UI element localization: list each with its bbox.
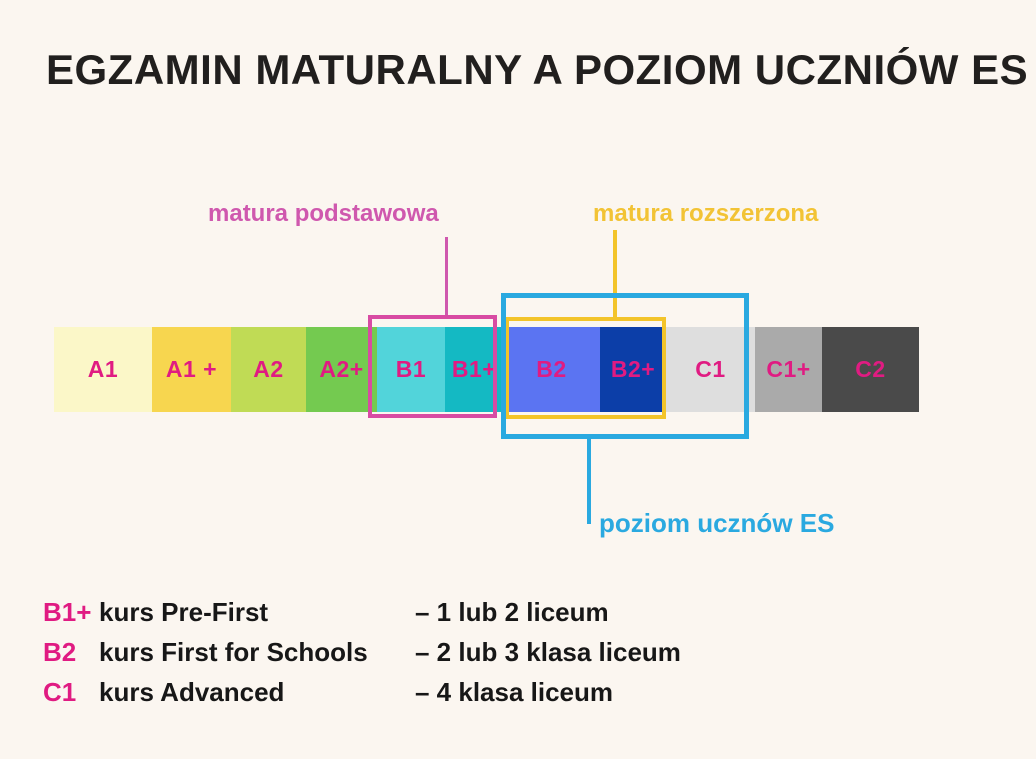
level-segment-c2: C2 xyxy=(822,327,919,412)
poziom-es-box xyxy=(501,293,749,439)
matura-rozszerzona-label: matura rozszerzona xyxy=(593,200,819,227)
level-segment-b2: B2 xyxy=(503,327,600,412)
cefr-level-bar: A1 A1 + A2 A2+ B1 B1+ B2 B2+ C1 C1+ C2 xyxy=(54,327,919,412)
level-segment-c1: C1 xyxy=(666,327,755,412)
level-segment-b2plus: B2+ xyxy=(600,327,666,412)
level-segment-label: B1+ xyxy=(451,356,497,382)
matura-podstawowa-box xyxy=(368,315,497,418)
level-segment-label: C1 xyxy=(695,356,726,382)
level-segment-label: A2+ xyxy=(319,356,364,382)
level-segment-a1: A1 xyxy=(54,327,152,412)
level-segment-label: C2 xyxy=(855,356,886,382)
level-segment-a2: A2 xyxy=(231,327,306,412)
legend-school-class: – 1 lub 2 liceum xyxy=(415,596,609,627)
legend-level-code: C1 xyxy=(43,676,77,707)
legend-school-class: – 4 klasa liceum xyxy=(415,676,614,707)
legend-course-name: kurs Pre-First xyxy=(99,596,269,627)
level-segment-a2plus: A2+ xyxy=(306,327,377,412)
level-segment-b1: B1 xyxy=(377,327,445,412)
level-segment-label: C1+ xyxy=(766,356,811,382)
poziom-es-connector-line xyxy=(587,437,591,524)
page-title: EGZAMIN MATURALNY A POZIOM UCZNIÓW ES xyxy=(46,46,1029,93)
legend-level-code: B2 xyxy=(43,636,77,667)
level-segment-label: A1 xyxy=(87,356,119,382)
matura-podstawowa-label: matura podstawowa xyxy=(208,200,439,227)
legend-level-code: B1+ xyxy=(43,596,92,627)
matura-rozszerzona-connector-line xyxy=(613,230,617,319)
level-segment-label: B1 xyxy=(395,356,427,382)
legend-course-name: kurs First for Schools xyxy=(99,636,368,667)
level-segment-label: B2+ xyxy=(610,356,656,382)
level-segment-label: A2 xyxy=(253,356,284,382)
legend-school-class: – 2 lub 3 klasa liceum xyxy=(415,636,681,667)
level-segment-label: B2 xyxy=(536,356,567,382)
matura-rozszerzona-box xyxy=(505,317,666,419)
matura-podstawowa-connector-line xyxy=(445,237,448,317)
legend-course-name: kurs Advanced xyxy=(99,676,285,707)
level-segment-a1plus: A1 + xyxy=(152,327,231,412)
poziom-es-label: poziom ucznów ES xyxy=(599,508,835,538)
level-segment-label: A1 + xyxy=(165,356,218,382)
level-segment-c1plus: C1+ xyxy=(755,327,822,412)
